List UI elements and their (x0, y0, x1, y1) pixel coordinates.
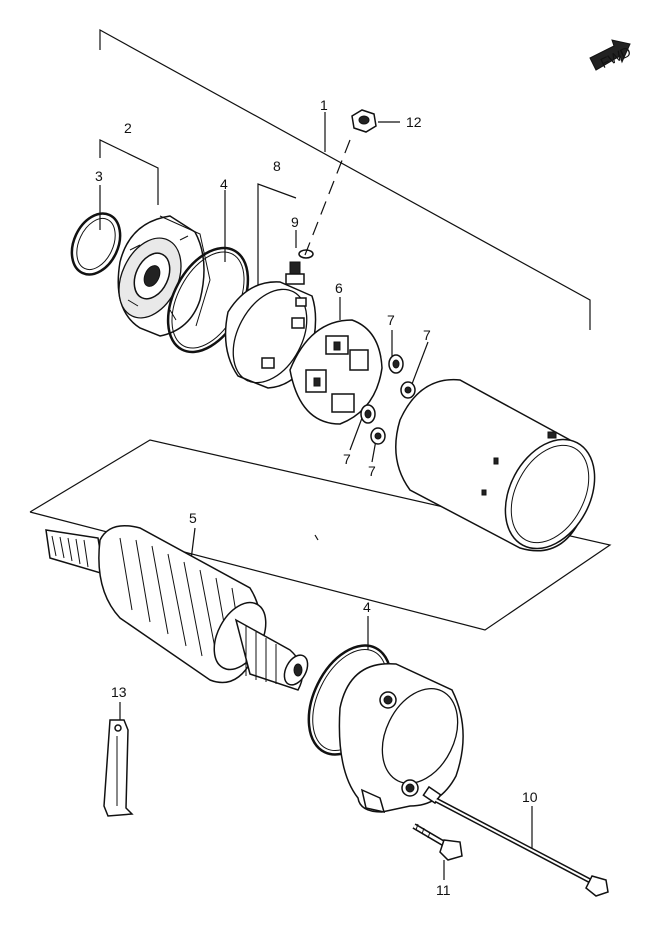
nut-12 (351, 109, 377, 133)
callout-7-d: 7 (368, 463, 376, 479)
callout-7-c: 7 (343, 451, 351, 467)
washer-9 (285, 249, 314, 285)
callout-9: 9 (291, 214, 299, 230)
callout-13: 13 (111, 684, 127, 700)
rear-cover (338, 662, 464, 814)
callout-4-upper: 4 (220, 176, 228, 192)
callout-10: 10 (522, 789, 538, 805)
armature-5 (45, 525, 309, 691)
assembly-bracket-lines (29, 28, 612, 631)
plate-13 (103, 719, 134, 817)
front-cover-2 (117, 215, 211, 337)
leader-lines (99, 121, 533, 880)
yoke-housing (395, 378, 596, 552)
callout-12: 12 (406, 114, 422, 130)
callout-5: 5 (189, 510, 197, 526)
callout-8: 8 (273, 158, 281, 174)
long-bolt-10 (422, 785, 609, 897)
callout-2: 2 (124, 120, 132, 136)
callout-7-a: 7 (387, 312, 395, 328)
brush-plate-6 (289, 319, 383, 425)
fwd-arrow-badge: FWD (589, 39, 634, 71)
callout-4-lower: 4 (363, 599, 371, 615)
callout-7-b: 7 (423, 327, 431, 343)
springs-7 (360, 354, 416, 445)
short-bolt-11 (412, 823, 463, 861)
callout-11: 11 (436, 882, 451, 898)
o-ring-3 (70, 212, 122, 276)
fwd-label: FWD (598, 43, 634, 71)
callout-3: 3 (95, 168, 103, 184)
callout-1: 1 (320, 97, 328, 113)
callout-6: 6 (335, 280, 343, 296)
callout-labels: 1 2 3 4 4 5 6 7 7 7 7 8 9 10 11 12 13 (95, 97, 538, 898)
